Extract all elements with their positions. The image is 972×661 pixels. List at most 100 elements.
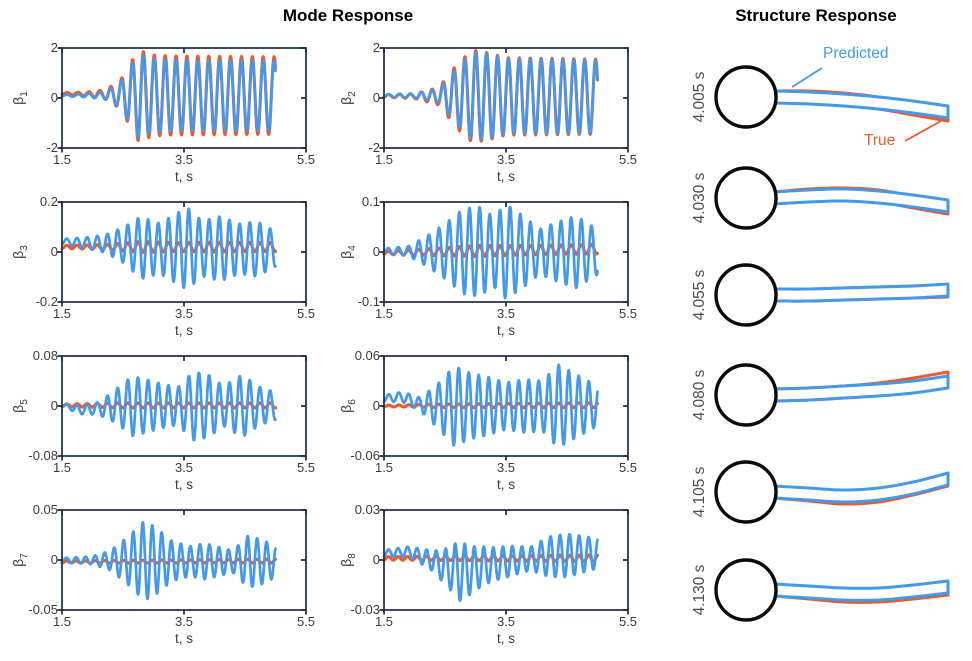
y-tick-label: -2: [368, 140, 380, 155]
y-tick-label: 0.03: [354, 502, 380, 517]
structure-drawing: [714, 65, 950, 142]
x-tick-labels: 1.5 3.5 5.5: [375, 306, 637, 321]
time-series-plot: [379, 355, 629, 461]
y-tick-label: -0.1: [357, 294, 380, 309]
x-tick-label: 1.5: [374, 614, 394, 629]
x-axis-label: t, s: [174, 477, 193, 492]
y-tick-label: 0: [372, 244, 380, 259]
y-tick-label: -0.2: [35, 294, 58, 309]
x-tick-label: 3.5: [174, 306, 194, 321]
time-series-plot: [379, 47, 629, 153]
x-tick-label: 1.5: [52, 460, 72, 475]
mode-response-title: Mode Response: [282, 6, 414, 25]
x-tick-label: 1.5: [52, 614, 72, 629]
x-tick-label: 5.5: [296, 152, 316, 167]
x-axis-label: t, s: [174, 631, 193, 646]
structure-drawing: [714, 263, 950, 327]
predicted-legend-label: Predicted: [823, 45, 889, 62]
y-tick-label: 2: [372, 40, 380, 55]
x-tick-labels: 1.5 3.5 5.5: [375, 614, 637, 629]
mode-plot-beta1: β1 2 0 -2 1.5 3.5 5.5 t, s: [0, 41, 330, 190]
x-tick-label: 5.5: [296, 614, 316, 629]
x-tick-label: 1.5: [374, 152, 394, 167]
true-legend-label: True: [864, 132, 896, 149]
x-tick-label: 5.5: [618, 460, 638, 475]
structure-response-title: Structure Response: [735, 6, 897, 25]
x-tick-label: 5.5: [296, 460, 316, 475]
y-tick-label: -2: [46, 140, 58, 155]
y-tick-label: 0: [50, 90, 58, 105]
x-tick-label: 1.5: [52, 306, 72, 321]
time-series-plot: [57, 201, 307, 307]
x-axis-label: t, s: [496, 169, 515, 184]
snapshot-time-label: 4.105 s: [691, 466, 708, 518]
structure-snapshot-4: 4.080 s: [660, 345, 972, 445]
x-axis-label: t, s: [496, 323, 515, 338]
snapshot-time-label: 4.130 s: [691, 564, 708, 616]
y-tick-label: 0: [372, 552, 380, 567]
mode-plot-beta4: β4 0.1 0 -0.1 1.5 3.5 5.5 t, s: [326, 195, 656, 344]
structure-drawing: [714, 166, 950, 230]
y-tick-label: 0.08: [32, 348, 58, 363]
x-tick-labels: 1.5 3.5 5.5: [53, 306, 315, 321]
x-tick-label: 1.5: [374, 460, 394, 475]
mode-plot-beta3: β3 0.2 0 -0.2 1.5 3.5 5.5 t, s: [0, 195, 330, 344]
snapshot-time-label: 4.030 s: [691, 172, 708, 224]
x-tick-label: 3.5: [174, 152, 194, 167]
x-tick-label: 5.5: [618, 614, 638, 629]
mode-response-panel: Mode Response β1 2 0 -2 1.5 3.5 5.5 t, s…: [0, 6, 656, 652]
x-axis-label: t, s: [174, 323, 193, 338]
y-tick-label: 2: [50, 40, 58, 55]
time-series-plot: [379, 509, 629, 615]
time-series-plot: [379, 201, 629, 307]
x-axis-label: t, s: [174, 169, 193, 184]
x-axis-label: t, s: [496, 631, 515, 646]
structure-snapshot-2: 4.030 s: [660, 148, 972, 248]
y-tick-label: 0: [372, 90, 380, 105]
snapshot-time-label: 4.080 s: [691, 369, 708, 421]
mode-plot-beta8: β8 0.03 0 -0.03 1.5 3.5 5.5 t, s: [326, 503, 656, 652]
y-tick-label: 0: [50, 552, 58, 567]
structure-drawing: [714, 363, 950, 427]
structure-response-panel: Structure Response 4.005 s Predicted Tru…: [660, 0, 972, 661]
x-tick-label: 1.5: [374, 306, 394, 321]
y-tick-label: 0: [50, 398, 58, 413]
x-tick-label: 3.5: [174, 614, 194, 629]
x-tick-label: 5.5: [618, 306, 638, 321]
x-axis-label: t, s: [496, 477, 515, 492]
x-tick-label: 3.5: [496, 614, 516, 629]
mode-plot-beta6: β6 0.06 0 -0.06 1.5 3.5 5.5 t, s: [326, 349, 656, 498]
time-series-plot: [57, 509, 307, 615]
x-tick-labels: 1.5 3.5 5.5: [53, 614, 315, 629]
mode-plot-beta5: β5 0.08 0 -0.08 1.5 3.5 5.5 t, s: [0, 349, 330, 498]
x-tick-label: 3.5: [174, 460, 194, 475]
structure-drawing: [714, 558, 950, 622]
time-series-plot: [57, 355, 307, 461]
x-tick-label: 3.5: [496, 152, 516, 167]
mode-plot-beta2: β2 2 0 -2 1.5 3.5 5.5 t, s: [326, 41, 656, 190]
mode-plot-beta7: β7 0.05 0 -0.05 1.5 3.5 5.5 t, s: [0, 503, 330, 652]
snapshot-time-label: 4.055 s: [691, 269, 708, 321]
snapshot-time-label: 4.005 s: [691, 71, 708, 123]
structure-snapshot-5: 4.105 s: [660, 442, 972, 542]
y-tick-label: -0.03: [350, 602, 380, 617]
structure-snapshot-6: 4.130 s: [660, 540, 972, 640]
x-tick-label: 3.5: [496, 306, 516, 321]
structure-snapshot-3: 4.055 s: [660, 245, 972, 345]
x-tick-labels: 1.5 3.5 5.5: [53, 152, 315, 167]
x-tick-labels: 1.5 3.5 5.5: [375, 460, 637, 475]
y-tick-label: 0.2: [39, 194, 58, 209]
y-tick-label: 0.05: [32, 502, 58, 517]
x-tick-label: 1.5: [52, 152, 72, 167]
structure-drawing: [714, 460, 950, 524]
y-tick-label: 0: [50, 244, 58, 259]
x-tick-labels: 1.5 3.5 5.5: [375, 152, 637, 167]
y-tick-label: -0.06: [350, 448, 380, 463]
x-tick-label: 5.5: [296, 306, 316, 321]
y-tick-label: 0.1: [361, 194, 380, 209]
y-tick-label: 0.06: [354, 348, 380, 363]
time-series-plot: [57, 47, 307, 153]
y-tick-label: 0: [372, 398, 380, 413]
x-tick-labels: 1.5 3.5 5.5: [53, 460, 315, 475]
x-tick-label: 5.5: [618, 152, 638, 167]
